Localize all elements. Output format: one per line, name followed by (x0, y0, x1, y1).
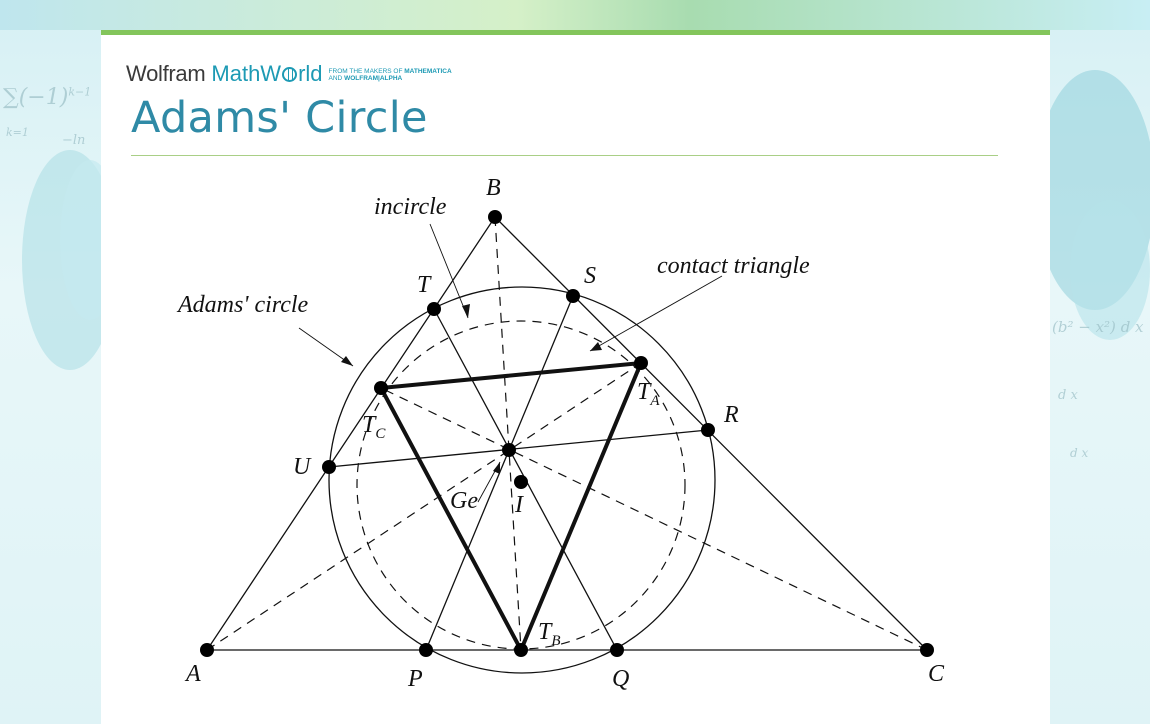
top-decorative-band (0, 0, 1150, 30)
bg-formula-right-2: d x (1058, 388, 1078, 403)
globe-icon (282, 67, 298, 82)
adams-circle (328, 286, 716, 674)
label-i: I (514, 492, 524, 518)
label-ta: TA (637, 379, 660, 409)
brand-wolfram-text: Wolfram (126, 61, 206, 86)
page-title: Adams' Circle (131, 93, 428, 143)
label-a: A (184, 661, 201, 687)
label-contact-triangle: contact triangle (657, 253, 810, 279)
bg-formula-right-1: (b² − x²) d x (1052, 318, 1144, 336)
point-u (322, 460, 336, 474)
point-b (488, 210, 502, 224)
title-divider (131, 155, 998, 156)
label-tb: TB (538, 619, 561, 649)
point-r (701, 423, 715, 437)
triangle-abc (205, 215, 929, 651)
chord-ur (328, 429, 709, 468)
cevian-a-ta (206, 362, 642, 651)
label-r: R (723, 402, 739, 428)
label-b: B (486, 175, 501, 201)
cevian-b-tb (494, 216, 522, 651)
brand-tagline: FROM THE MAKERS OF MATHEMATICA AND WOLFR… (328, 68, 452, 82)
point-ge (502, 443, 516, 457)
contact-triangle (377, 360, 645, 655)
label-incircle: incircle (374, 194, 447, 220)
bg-formula-ln: −ln (62, 133, 86, 148)
cevian-c-tc (380, 387, 928, 651)
label-p: P (407, 666, 423, 692)
point-tc (374, 381, 388, 395)
bg-formula-right-3: d x (1070, 446, 1089, 460)
point-p (419, 643, 433, 657)
label-tc: TC (362, 412, 386, 442)
point-a (200, 643, 214, 657)
label-s: S (584, 263, 596, 289)
bg-formula-sum: ∑(−1)k−1 (3, 85, 92, 110)
label-q: Q (612, 666, 629, 692)
bg-formula-sum-limit: k=1 (6, 126, 29, 139)
point-q (610, 643, 624, 657)
label-ge: Ge (450, 488, 478, 514)
label-u: U (293, 454, 312, 480)
label-c: C (928, 661, 945, 687)
point-c (920, 643, 934, 657)
point-tb (514, 643, 528, 657)
label-adams-circle: Adams' circle (176, 292, 309, 318)
point-i (514, 475, 528, 489)
label-t: T (417, 272, 432, 298)
point-ta (634, 356, 648, 370)
point-t (427, 302, 441, 316)
point-s (566, 289, 580, 303)
